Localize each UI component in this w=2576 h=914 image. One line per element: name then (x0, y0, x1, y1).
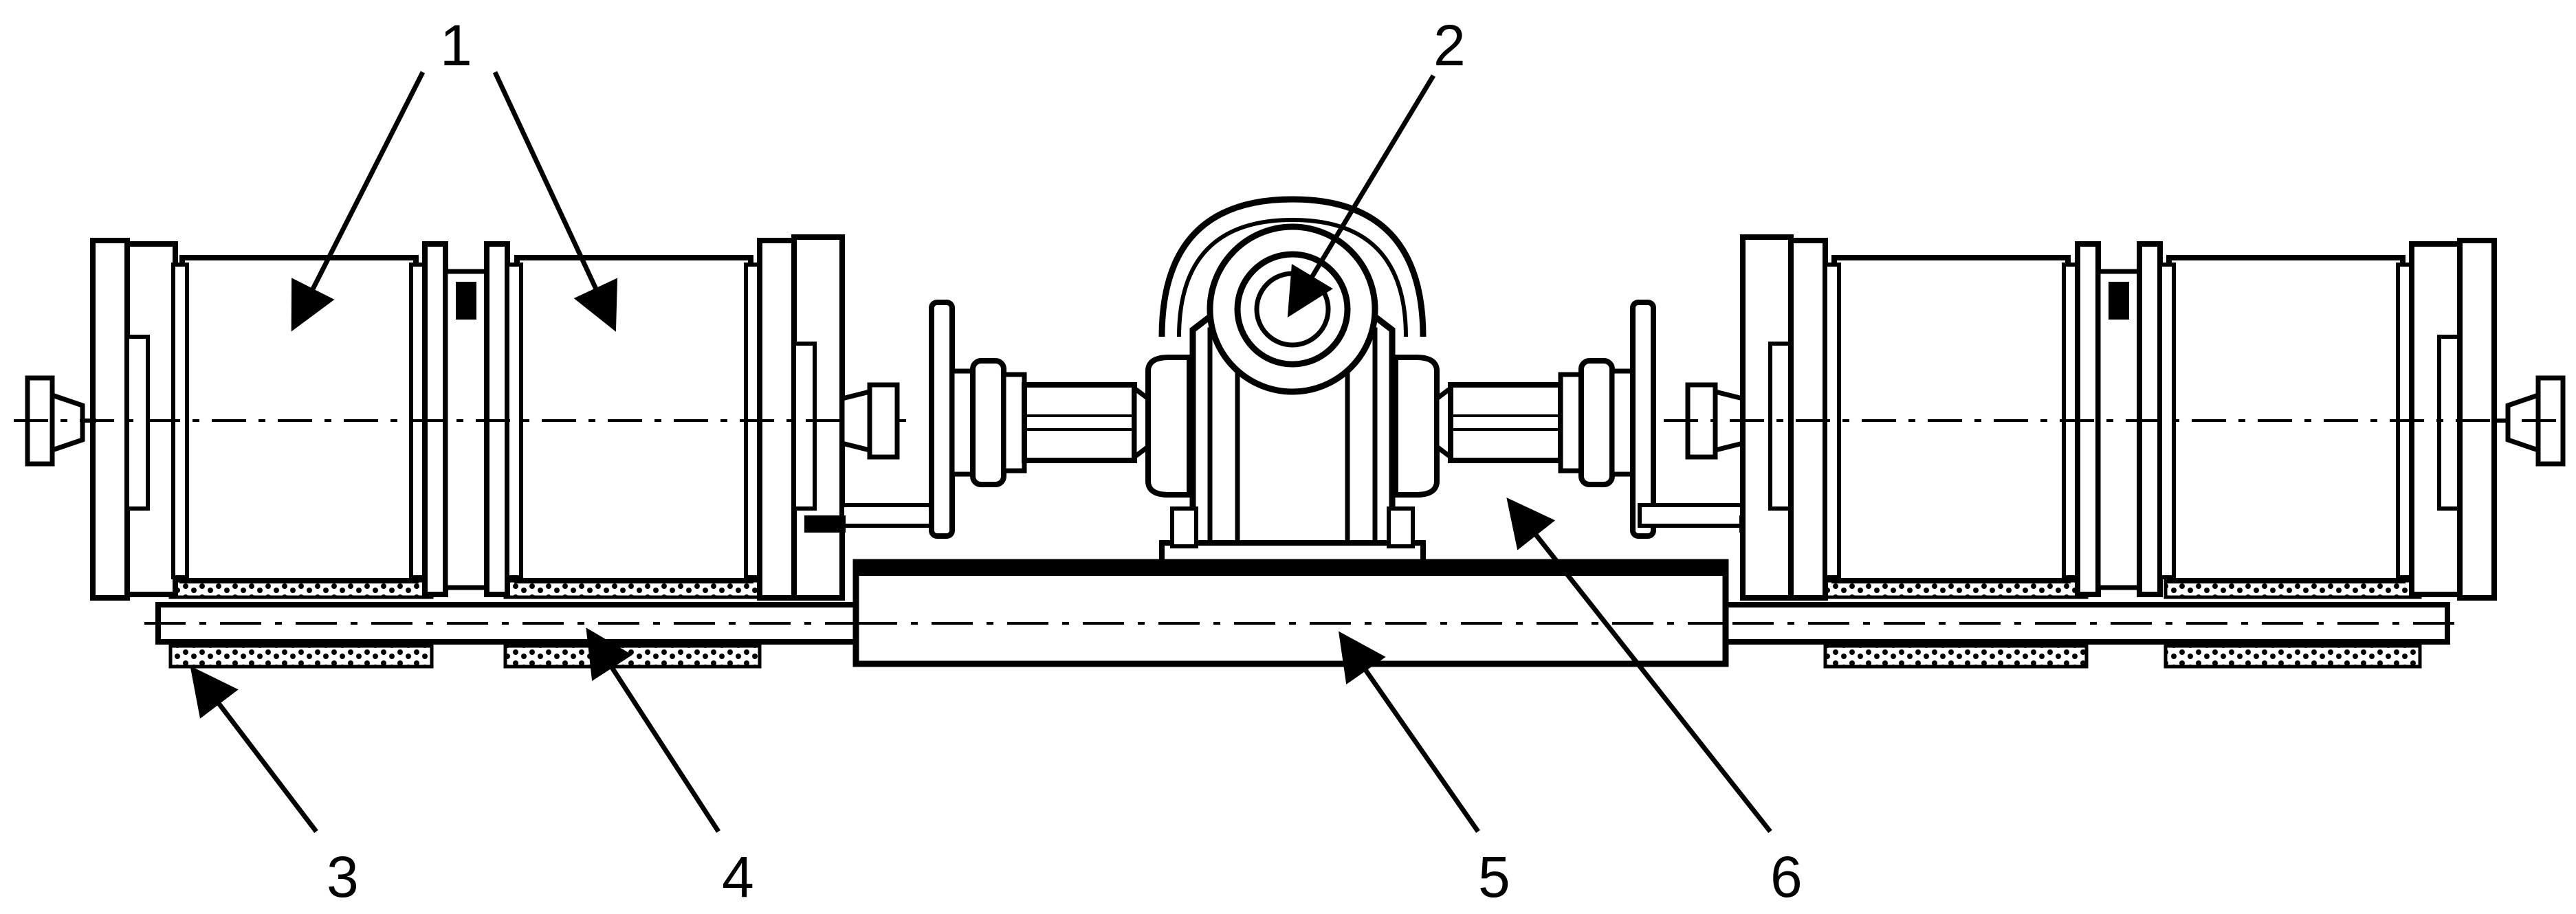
label-3: 3 (327, 845, 359, 909)
label-4: 4 (722, 845, 754, 909)
arrow-5 (1338, 631, 1480, 834)
label-1: 1 (440, 13, 472, 78)
arrow-4 (586, 627, 720, 833)
label-6: 6 (1770, 845, 1803, 909)
label-5: 5 (1478, 845, 1510, 909)
arrow-1a (291, 71, 426, 332)
leader-arrows (190, 71, 1772, 834)
left-drum-assembly (14, 234, 947, 601)
left-coupling (929, 300, 1151, 539)
arrow-3 (190, 665, 318, 834)
arrow-6 (1506, 498, 1772, 834)
right-coupling (1434, 300, 1656, 539)
callout-labels: 1 2 3 4 5 6 (327, 13, 1803, 909)
arrow-1b (492, 71, 618, 332)
motor-housing (1145, 196, 1440, 566)
arrow-2 (1287, 74, 1435, 317)
right-drum-assembly (1638, 234, 2566, 601)
base-beam (852, 559, 1729, 667)
label-2: 2 (1433, 13, 1466, 78)
